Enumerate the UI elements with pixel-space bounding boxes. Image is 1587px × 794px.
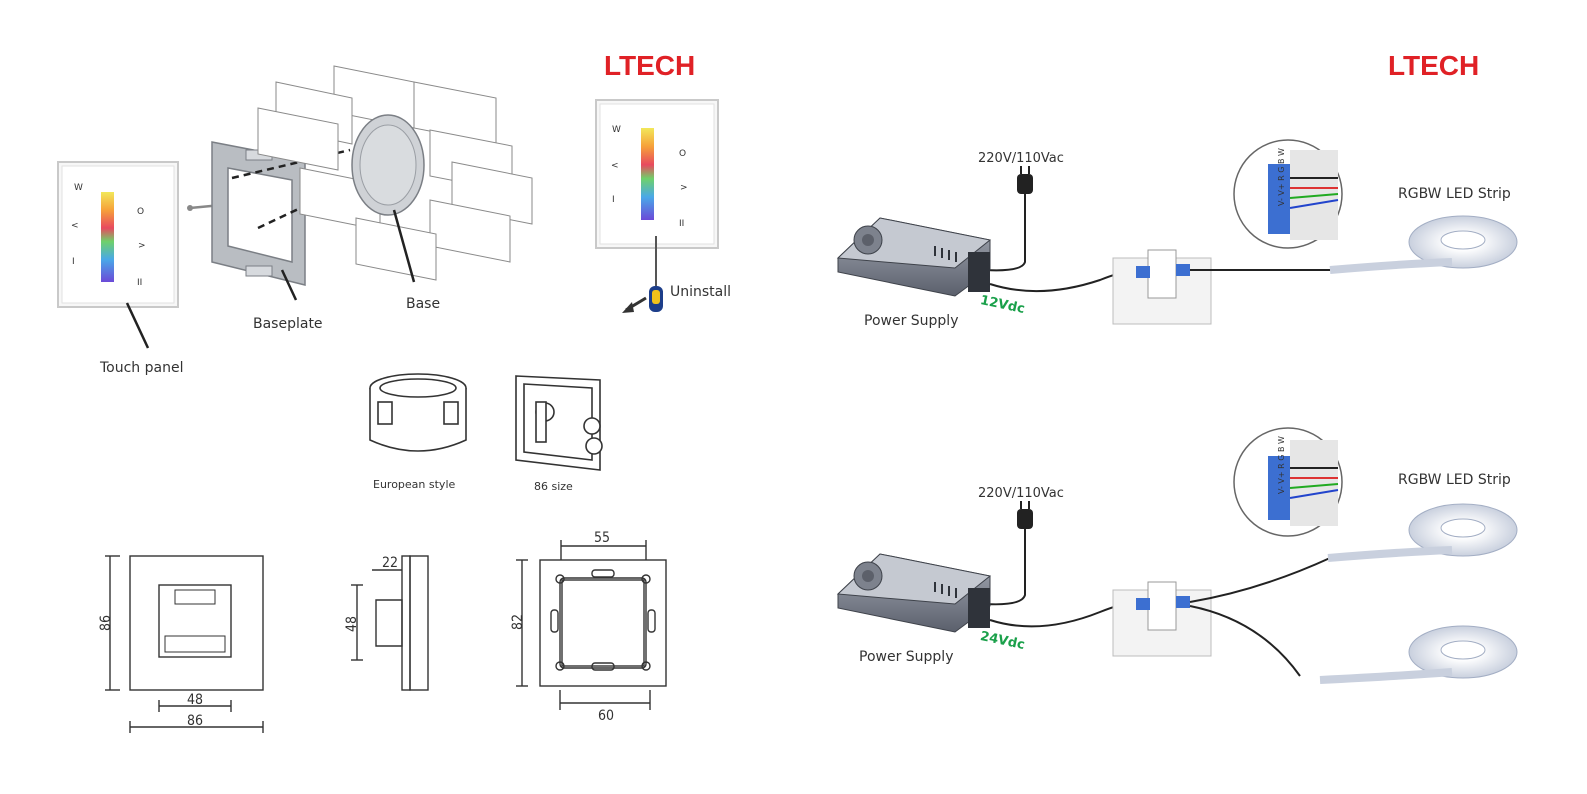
controller-top bbox=[1113, 250, 1211, 324]
terminal-labels-top: V- V+ R G B W bbox=[1277, 148, 1286, 206]
brand-logo-left: LTECH bbox=[604, 50, 695, 81]
panel2-key-pause: II bbox=[679, 219, 684, 229]
plug-icon bbox=[1017, 166, 1033, 194]
dim-back-height: 82 bbox=[510, 614, 526, 630]
mains-voltage-top: 220V/110Vac bbox=[978, 151, 1064, 166]
wiring-top: 220V/110Vac Power Supply 12Vdc bbox=[838, 140, 1517, 329]
terminal-labels-bottom: V- V+ R G B W bbox=[1277, 436, 1286, 494]
dc-voltage-bottom: 24Vdc bbox=[979, 629, 1026, 653]
terminal-zoom-bottom: V- V+ R G B W bbox=[1234, 428, 1342, 536]
wiring-bottom: 220V/110Vac Power Supply 24Vdc bbox=[838, 428, 1517, 680]
european-style-label: European style bbox=[373, 478, 456, 491]
front-terminals bbox=[165, 590, 225, 652]
panel2-key-off: O bbox=[679, 149, 686, 159]
panel2-key-right: > bbox=[680, 183, 688, 193]
terminal-zoom-top: V- V+ R G B W bbox=[1234, 140, 1342, 248]
european-box-illustration bbox=[370, 374, 466, 451]
dim-front-inner-width: 48 bbox=[187, 692, 203, 708]
led-strip-reel-bottom-1 bbox=[1328, 504, 1517, 558]
panel-key-left: < bbox=[71, 221, 79, 231]
box-86-illustration bbox=[516, 376, 602, 470]
panel-key-on: I bbox=[72, 257, 75, 267]
dim-front-width: 86 bbox=[187, 713, 203, 729]
86-size-label: 86 size bbox=[534, 480, 573, 493]
panel-key-off: O bbox=[137, 207, 144, 217]
touch-panel-label: Touch panel bbox=[99, 360, 183, 376]
dc-voltage-top: 12Vdc bbox=[979, 293, 1026, 317]
back-dimension-drawing bbox=[516, 540, 666, 710]
panel-key-w: W bbox=[74, 183, 83, 193]
plug-icon-bottom bbox=[1017, 501, 1033, 529]
panel2-key-w: W bbox=[612, 125, 621, 135]
dim-side-depth: 22 bbox=[382, 555, 398, 571]
mains-voltage-bottom: 220V/110Vac bbox=[978, 486, 1064, 501]
panel2-key-left: < bbox=[611, 161, 619, 171]
side-dimension-drawing bbox=[351, 556, 428, 690]
brand-logo-right: LTECH bbox=[1388, 50, 1479, 81]
panel-key-right: > bbox=[138, 241, 146, 251]
dim-side-height: 48 bbox=[344, 616, 360, 632]
dim-front-height: 86 bbox=[98, 615, 114, 631]
led-strip-reel-bottom-2 bbox=[1320, 626, 1517, 680]
power-supply-label-top: Power Supply bbox=[864, 313, 959, 329]
baseplate-label: Baseplate bbox=[253, 316, 323, 332]
power-supply-label-bottom: Power Supply bbox=[859, 649, 954, 665]
uninstall-label: Uninstall bbox=[670, 284, 731, 300]
led-strip-reel-top bbox=[1330, 216, 1517, 270]
led-strip-label-top: RGBW LED Strip bbox=[1398, 186, 1511, 202]
color-slider-bar bbox=[101, 192, 114, 282]
base-label: Base bbox=[406, 296, 440, 312]
controller-bottom bbox=[1113, 582, 1211, 656]
power-supply-bottom bbox=[838, 554, 990, 632]
dim-back-width: 60 bbox=[598, 708, 614, 724]
panel2-key-on: I bbox=[612, 195, 615, 205]
led-strip-label-bottom: RGBW LED Strip bbox=[1398, 472, 1511, 488]
touch-panel-illustration: W < I O > II bbox=[58, 162, 178, 307]
panel-key-pause: II bbox=[137, 278, 142, 288]
dim-back-inner: 55 bbox=[594, 530, 610, 546]
power-supply-top bbox=[838, 218, 990, 296]
uninstall-panel-illustration: W < I O > II bbox=[596, 100, 718, 248]
